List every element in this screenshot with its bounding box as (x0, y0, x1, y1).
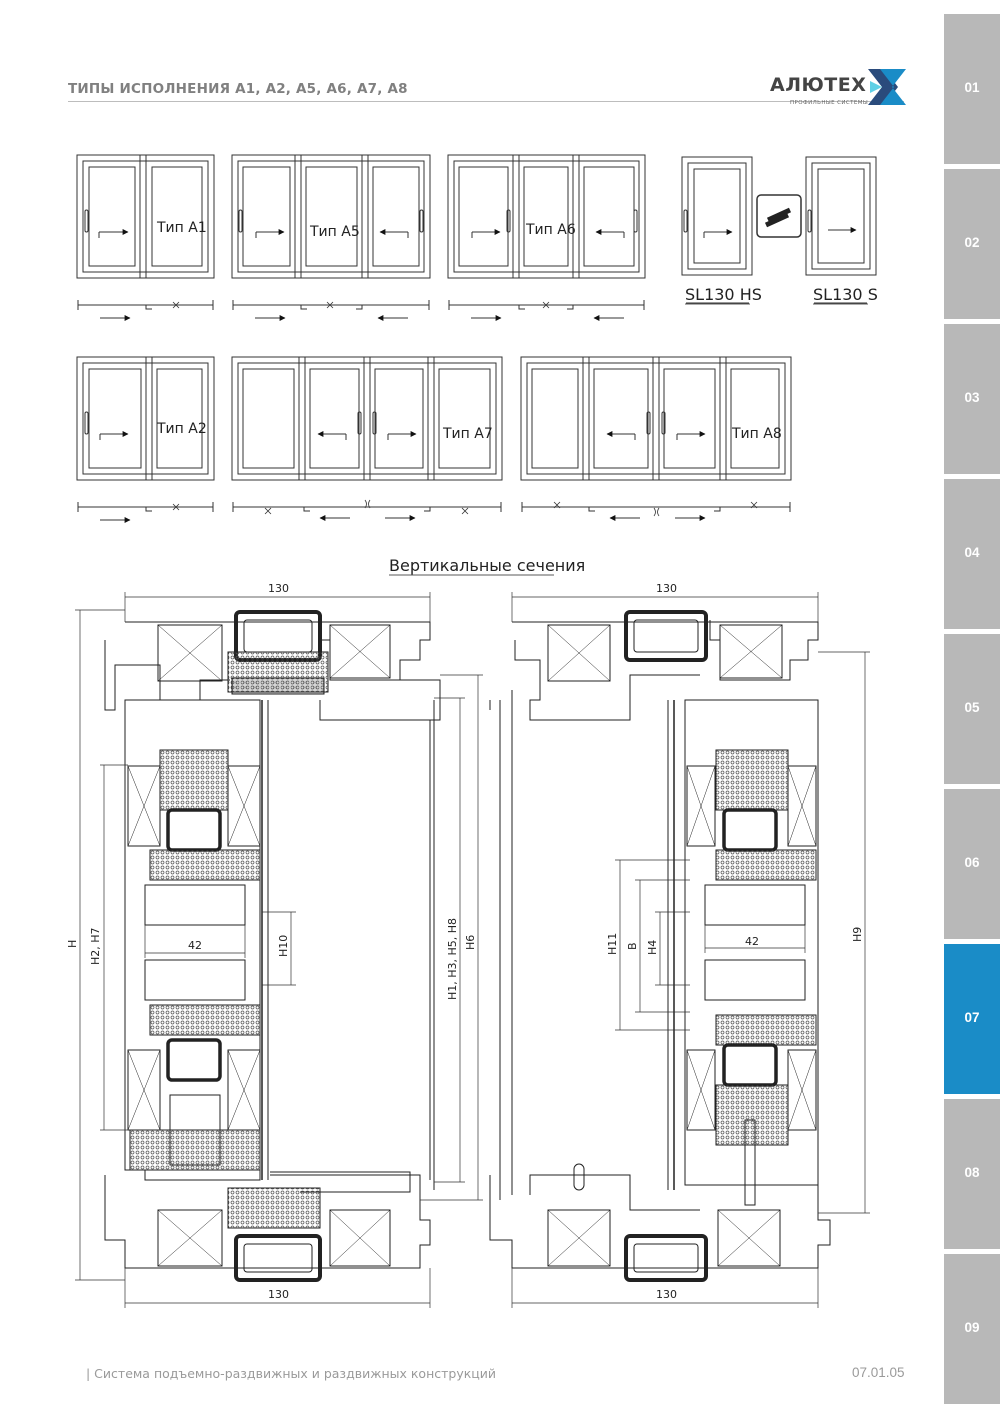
chapter-tab-02[interactable]: 02 (944, 169, 1000, 319)
chapter-tab-01[interactable]: 01 (944, 14, 1000, 164)
chapter-tab-05[interactable]: 05 (944, 634, 1000, 784)
logo-tagline: ПРОФИЛЬНЫЕ СИСТЕМЫ (790, 100, 869, 106)
chapter-tab-07[interactable]: 07 (944, 944, 1000, 1094)
window-type-a2 (76, 356, 215, 523)
chapter-tab-09[interactable]: 09 (944, 1254, 1000, 1404)
window-type-a7 (231, 356, 503, 521)
window-type-a5 (231, 154, 431, 321)
footer-system-name: | Система подъемно-раздвижных и раздвижн… (86, 1366, 497, 1381)
drawing-area (75, 154, 877, 1308)
page-number: 07.01.05 (852, 1365, 905, 1380)
window-type-a1 (76, 154, 215, 321)
chapter-tab-08[interactable]: 08 (944, 1099, 1000, 1249)
window-type-sl130hs (681, 156, 753, 304)
chapter-tab-04[interactable]: 04 (944, 479, 1000, 629)
left-vertical-section (104, 610, 441, 1282)
window-type-a8 (520, 356, 792, 521)
window-type-sl130s (805, 156, 877, 304)
header-divider (68, 101, 904, 102)
right-vertical-section (489, 610, 831, 1282)
swap-direction-icon (756, 194, 802, 238)
chapter-tab-03[interactable]: 03 (944, 324, 1000, 474)
page-title: ТИПЫ ИСПОЛНЕНИЯ А1, А2, А5, А6, А7, А8 (68, 81, 408, 97)
window-type-a6 (447, 154, 646, 321)
logo-icon (868, 69, 906, 105)
logo-name: АЛЮТЕХ (770, 74, 867, 96)
chapter-tab-06[interactable]: 06 (944, 789, 1000, 939)
